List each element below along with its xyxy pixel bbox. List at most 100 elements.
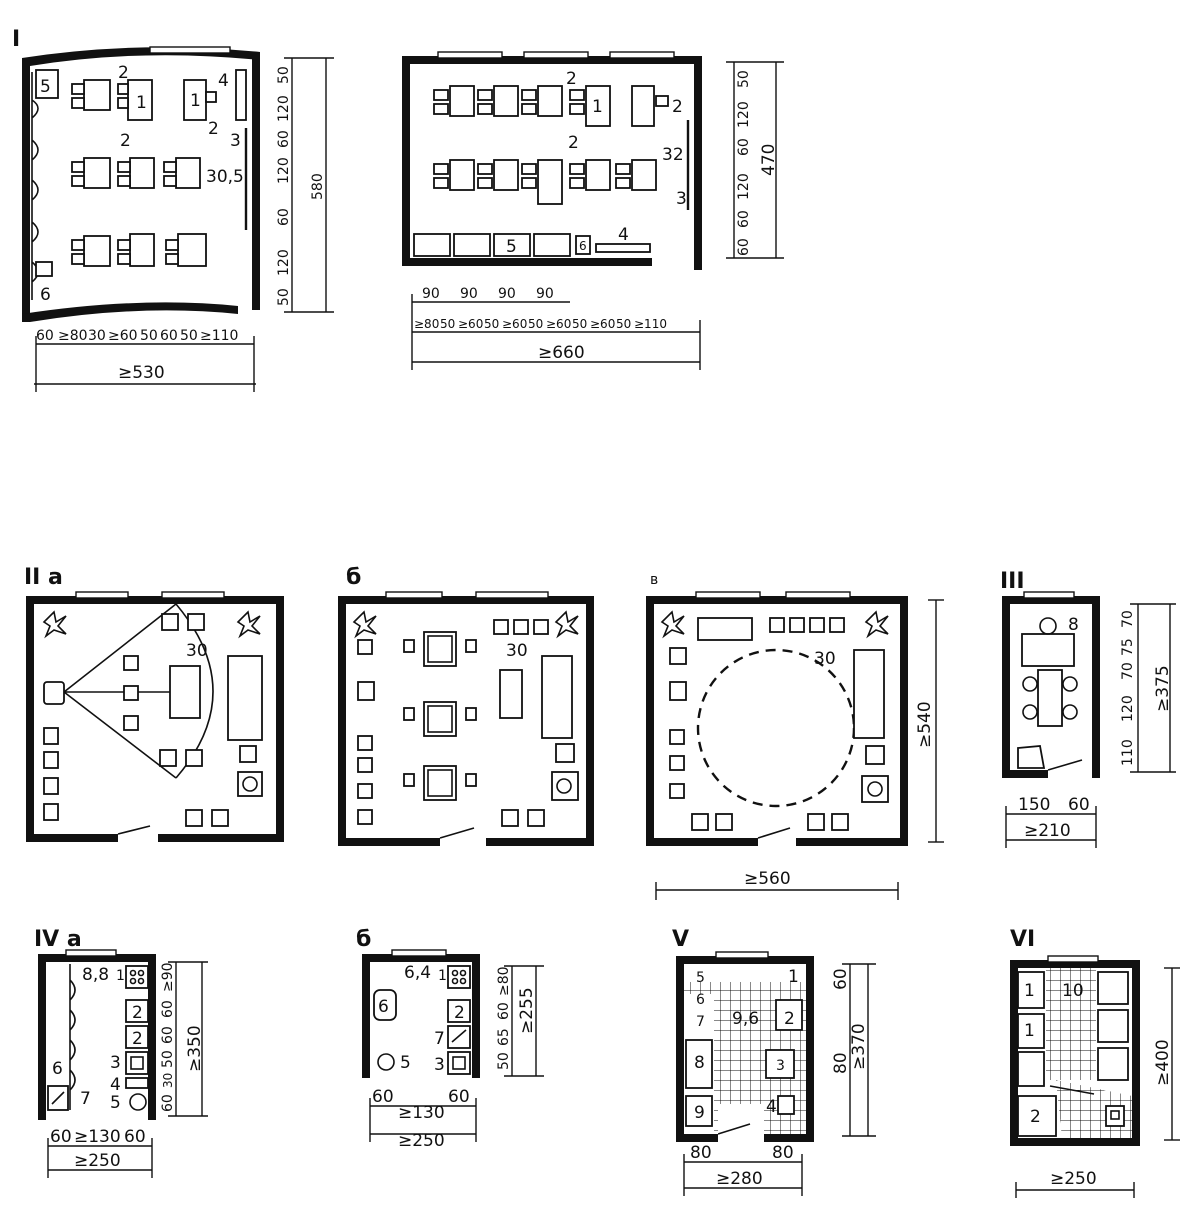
label-IVa-7: 7 — [80, 1089, 91, 1109]
dim-I-r-r0: 50 — [736, 70, 752, 88]
label-IVb-1: 1 — [438, 968, 447, 984]
dim-IVa-r4: 30 — [161, 1073, 175, 1088]
dim-V-r1: 80 — [831, 1052, 851, 1074]
dim-IVa-overall-b: ≥250 — [74, 1151, 121, 1171]
label-IVa-4: 4 — [110, 1075, 121, 1095]
dim-III-overall-b: ≥210 — [1024, 821, 1071, 841]
dim-I-l-b3: ≥60 — [108, 328, 138, 344]
dim-III-b1: 60 — [1068, 795, 1090, 815]
panel-III: III 8 70 75 70 120 110 ≥375 — [1000, 569, 1176, 848]
dim-I-l-r5: 120 — [276, 249, 292, 276]
dim-I-r-b7: 50 — [572, 317, 587, 331]
dim-I-r-b0: ≥80 — [414, 317, 439, 331]
dims-III: 70 75 70 120 110 ≥375 150 60 ≥210 — [1005, 603, 1176, 848]
label-V-4: 4 — [766, 1097, 777, 1117]
dims-VI: ≥400 ≥250 — [1015, 967, 1180, 1198]
dim-IVb-overall-b: ≥250 — [398, 1131, 445, 1151]
panel-label-III: III — [1000, 569, 1025, 594]
label-I-r-3: 3 — [676, 189, 687, 209]
label-I-1b: 1 — [190, 91, 201, 111]
label-V-2: 2 — [784, 1009, 795, 1029]
label-IVb-5: 5 — [400, 1053, 411, 1073]
dim-IVa-r5: 60 — [160, 1094, 176, 1112]
dim-I-r-r1: 120 — [736, 101, 752, 128]
dim-III-overall-r: ≥375 — [1153, 665, 1173, 712]
label-V-5: 5 — [696, 970, 705, 986]
dim-I-l-b2: 30 — [88, 328, 106, 344]
dims-V: 60 80 ≥370 80 80 ≥280 — [683, 963, 876, 1196]
dim-VI-overall-r: ≥400 — [1153, 1039, 1173, 1086]
room-IVb: 6,4 1 2 7 3 6 5 — [362, 949, 480, 1078]
room-I-left: 5 2 1 1 2 2 4 3 30,5 6 — [22, 46, 260, 322]
dim-IVa-r0: ≥90 — [160, 962, 176, 992]
label-IVb-7: 7 — [434, 1029, 445, 1049]
label-I-r-2a: 2 — [566, 69, 577, 89]
dim-II-width: ≥560 — [744, 869, 791, 889]
dim-I-l-r6: 50 — [276, 288, 292, 306]
label-IVa-5: 5 — [110, 1093, 121, 1113]
dim-I-r-r4: 60 — [736, 210, 752, 228]
dim-I-r-b2: ≥60 — [458, 317, 483, 331]
label-I-r-4: 4 — [618, 225, 629, 245]
label-VI-1a: 1 — [1024, 981, 1035, 1001]
label-V-8: 8 — [694, 1053, 705, 1073]
dims-I-left-bottom: 60 ≥80 30 ≥60 50 60 50 ≥110 ≥530 — [34, 328, 256, 392]
dim-I-l-r2: 60 — [276, 130, 292, 148]
panel-label-IVb: б — [356, 927, 371, 952]
dim-IVa-b0: 60 — [50, 1127, 72, 1147]
dim-V-r0: 60 — [831, 968, 851, 990]
dim-I-r-b10: ≥110 — [634, 317, 667, 331]
label-I-2c: 2 — [208, 119, 219, 139]
label-V-3: 3 — [776, 1058, 785, 1074]
panel-IV: IV а 8,8 1 2 2 3 4 5 6 7 — [34, 927, 544, 1178]
panel-V: V 5 1 6 7 9,6 2 8 3 9 4 — [672, 927, 876, 1196]
panel-label-VI: VI — [1010, 927, 1035, 952]
dim-IVa-r2: 60 — [160, 1026, 176, 1044]
label-I-3: 3 — [230, 131, 241, 151]
dim-I-r-b8: ≥60 — [590, 317, 615, 331]
label-I-6: 6 — [40, 285, 51, 305]
panel-label-I: I — [12, 27, 20, 52]
area-V: 9,6 — [732, 1009, 759, 1029]
room-IIb: 30 — [338, 591, 594, 846]
dim-I-r-r3: 120 — [736, 173, 752, 200]
dim-IVb-r0: ≥80 — [496, 966, 512, 996]
dim-IVb-r2: 65 — [496, 1028, 512, 1046]
dim-I-l-b6: 50 — [180, 328, 198, 344]
dim-I-l-b7: ≥110 — [200, 328, 238, 344]
dim-III-b0: 150 — [1018, 795, 1050, 815]
label-VI-2: 2 — [1030, 1107, 1041, 1127]
dim-I-l-b1: ≥80 — [58, 328, 88, 344]
label-IVb-6: 6 — [378, 997, 389, 1017]
dim-IVb-r3: 50 — [496, 1052, 512, 1070]
dim-I-l-r4: 60 — [276, 208, 292, 226]
dim-I-r-b5: 50 — [528, 317, 543, 331]
dim-I-r-b6: ≥60 — [546, 317, 571, 331]
dim-I-r-t1: 90 — [460, 286, 478, 302]
dim-III-r2: 70 — [1120, 662, 1136, 680]
label-I-2a: 2 — [118, 63, 129, 83]
dim-I-l-overall-r: 580 — [310, 173, 326, 200]
label-IVa-6: 6 — [52, 1059, 63, 1079]
dim-III-r3: 120 — [1120, 695, 1136, 722]
dim-V-overall-r: ≥370 — [849, 1023, 869, 1070]
panel-label-IIb: б — [346, 565, 361, 590]
dim-III-r0: 70 — [1120, 610, 1136, 628]
dim-I-r-b9: 50 — [616, 317, 631, 331]
panel-label-V: V — [672, 927, 689, 952]
label-V-6: 6 — [696, 992, 705, 1008]
dim-IVa-r1: 60 — [160, 1000, 176, 1018]
room-V: 5 1 6 7 9,6 2 8 3 9 4 — [676, 951, 814, 1142]
label-V-7: 7 — [696, 1014, 705, 1030]
area-III: 8 — [1068, 615, 1079, 635]
dim-I-l-b4: 50 — [140, 328, 158, 344]
label-IVa-1: 1 — [116, 968, 125, 984]
dim-I-l-r1: 120 — [276, 95, 292, 122]
dim-II-height: ≥540 — [915, 701, 935, 748]
panel-label-IVa: IV а — [34, 927, 82, 952]
dim-I-l-b0: 60 — [36, 328, 54, 344]
room-VI: 1 10 1 2 — [1010, 955, 1140, 1146]
dims-I-left-right: 50 120 60 120 60 120 50 580 — [276, 57, 334, 313]
area-IIv: 30 — [814, 649, 836, 669]
